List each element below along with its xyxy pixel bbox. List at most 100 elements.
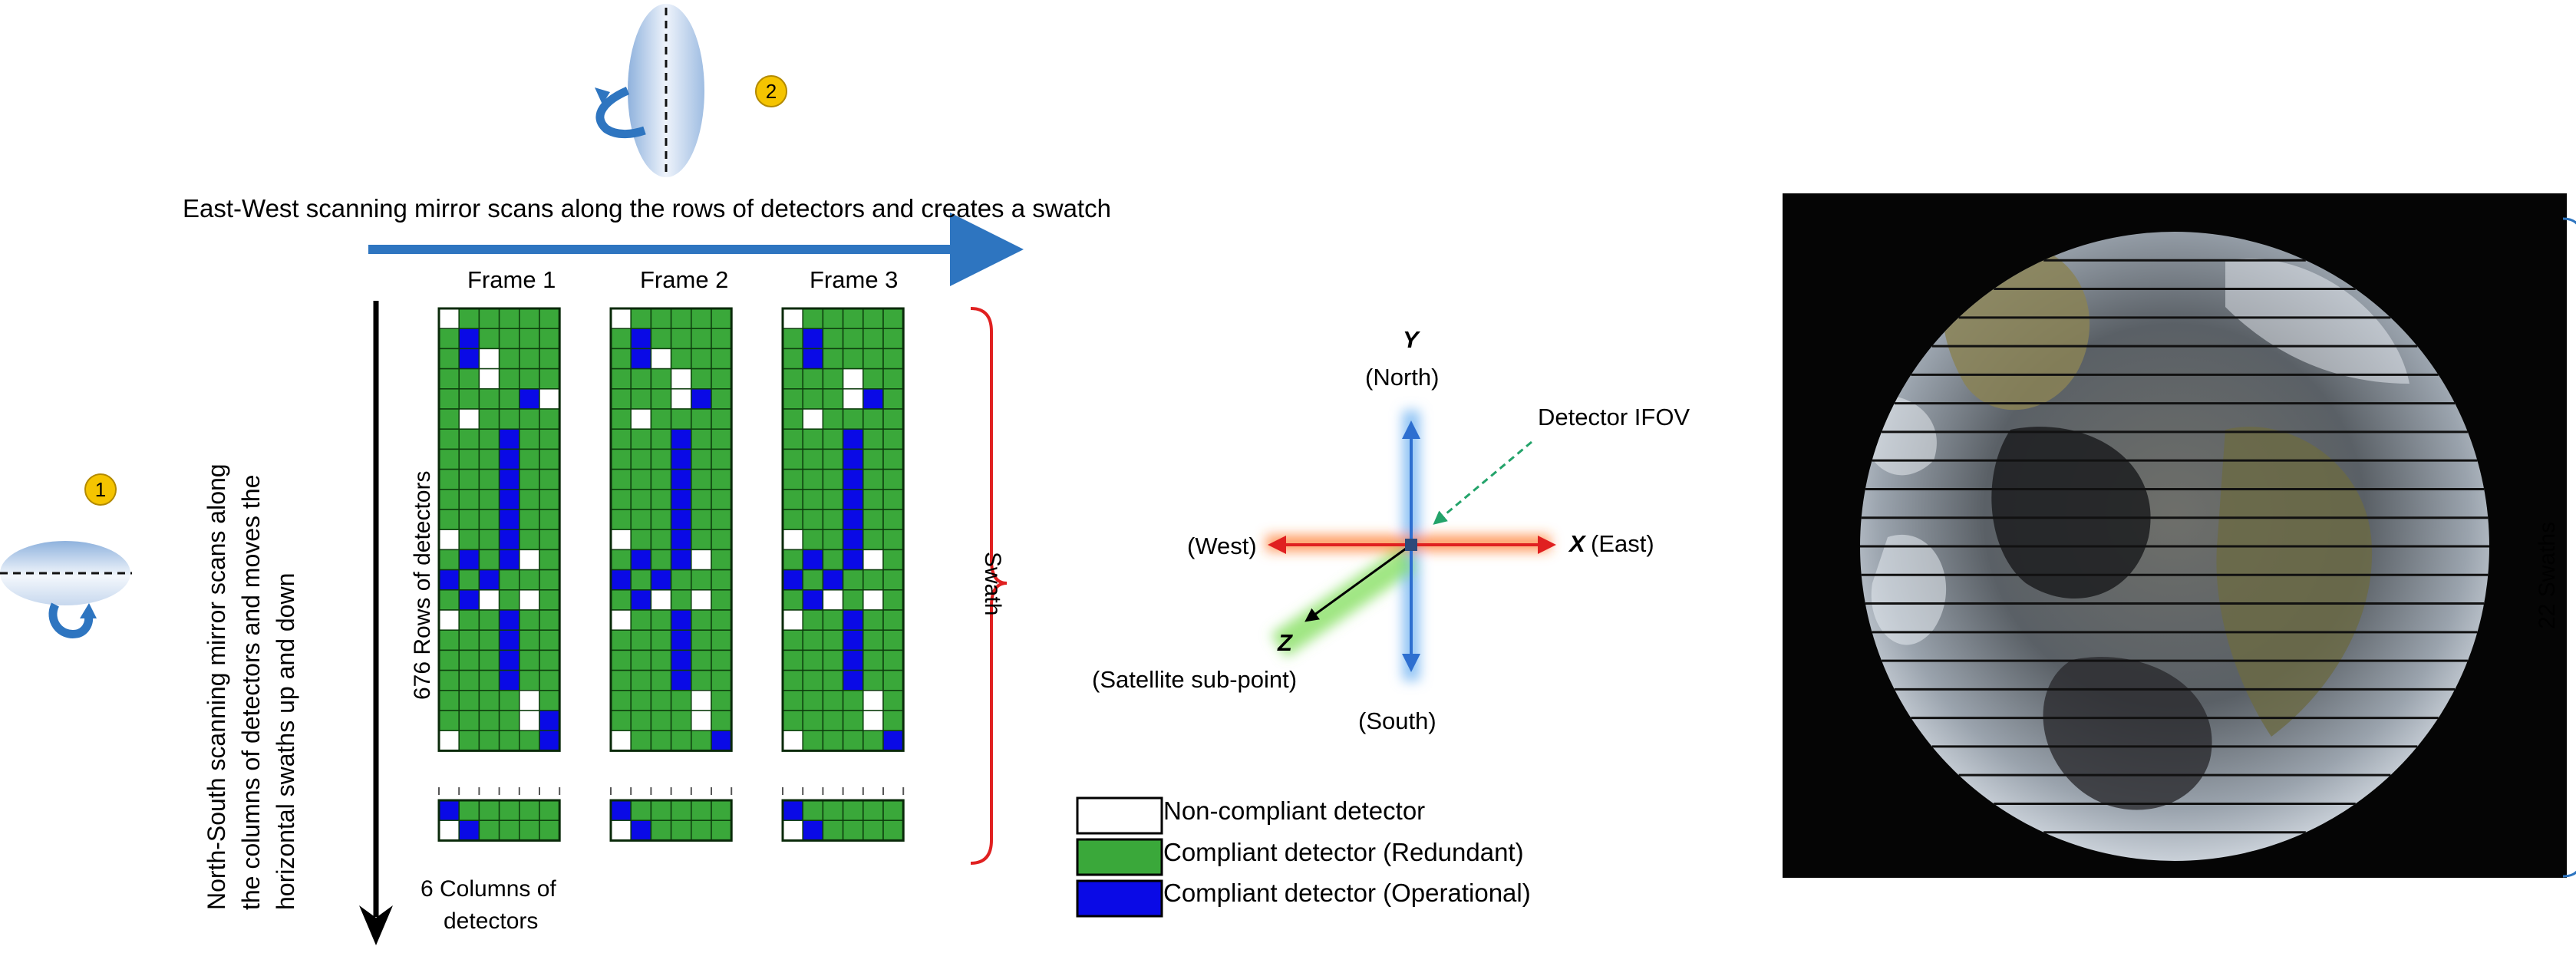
detector-cell [842, 509, 864, 530]
detector-cell [822, 569, 844, 591]
detector-cell [782, 468, 803, 490]
detector-cell [802, 408, 824, 430]
columns-label-line: 6 Columns of [421, 876, 556, 902]
detector-cell [438, 529, 460, 551]
y-axis-name: Y [1403, 326, 1419, 353]
detector-cell [863, 368, 884, 390]
detector-cell [782, 489, 803, 510]
detector-cell [519, 408, 540, 430]
detector-cell [711, 509, 732, 530]
detector-cell [822, 509, 844, 530]
detector-cell [519, 649, 540, 671]
detector-cell [670, 819, 692, 842]
detector-cell [802, 549, 824, 571]
detector-cell [822, 328, 844, 350]
detector-cell [842, 569, 864, 591]
detector-cell [478, 800, 500, 821]
detector-cell [650, 509, 672, 530]
detector-cell [782, 348, 803, 370]
detector-cell [822, 428, 844, 450]
detector-cell [863, 800, 884, 821]
detector-cell [882, 710, 904, 731]
detector-cell [842, 348, 864, 370]
legend-redundant: Compliant detector (Redundant) [1163, 838, 1524, 866]
detector-cell [539, 529, 560, 551]
detector-cell [438, 489, 460, 510]
detector-block-outline [609, 799, 733, 842]
detector-frame-3 [781, 307, 905, 842]
detector-cell [650, 348, 672, 370]
detector-cell [630, 509, 652, 530]
y-axis-direction: (North) [1365, 364, 1440, 391]
detector-cell [882, 509, 904, 530]
ns-caption-line: horizontal swaths up and down [272, 572, 299, 910]
ifov-pointer [1433, 440, 1532, 525]
detector-cell [438, 368, 460, 390]
detector-cell [691, 509, 712, 530]
detector-cell [650, 408, 672, 430]
detector-cell [863, 509, 884, 530]
detector-cell [782, 388, 803, 410]
detector-cell [802, 509, 824, 530]
detector-cell [539, 690, 560, 711]
detector-block-outline [781, 799, 905, 842]
detector-cell [630, 730, 652, 752]
detector-cell [822, 819, 844, 842]
detector-cell [842, 308, 864, 329]
detector-cell [519, 448, 540, 470]
detector-cell [691, 308, 712, 329]
detector-cell [802, 690, 824, 711]
detector-cell [519, 348, 540, 370]
detector-cell [711, 529, 732, 551]
detector-cell [458, 649, 480, 671]
detector-cell [630, 328, 652, 350]
detector-cell [519, 589, 540, 611]
detector-cell [670, 348, 692, 370]
detector-cell [802, 800, 824, 821]
detector-cell [650, 529, 672, 551]
detector-cell [478, 609, 500, 631]
detector-cell [539, 428, 560, 450]
detector-cell [802, 589, 824, 611]
detector-cell [670, 308, 692, 329]
detector-cell [498, 710, 520, 731]
detector-cell [670, 710, 692, 731]
detector-cell [630, 609, 652, 631]
detector-cell [458, 609, 480, 631]
detector-cell [842, 629, 864, 651]
detector-cell [863, 308, 884, 329]
detector-cell [539, 408, 560, 430]
detector-cell [630, 489, 652, 510]
detector-cell [630, 569, 652, 591]
detector-cell [711, 569, 732, 591]
detector-cell [882, 649, 904, 671]
ew-caption: East-West scanning mirror scans along th… [183, 194, 1111, 223]
detector-cell [691, 569, 712, 591]
detector-cell [498, 368, 520, 390]
detector-cell [519, 629, 540, 651]
detector-cell [691, 428, 712, 450]
columns-label-line: detectors [444, 908, 539, 934]
detector-cell [519, 549, 540, 571]
detector-cell [539, 448, 560, 470]
detector-cell [842, 800, 864, 821]
detector-cell [782, 428, 803, 450]
detector-cell [842, 609, 864, 631]
detector-cell [438, 408, 460, 430]
detector-cell [478, 529, 500, 551]
detector-cell [610, 348, 632, 370]
detector-cell [539, 649, 560, 671]
detector-cell [438, 549, 460, 571]
detector-cell [458, 328, 480, 350]
detector-cell [711, 448, 732, 470]
detector-cell [630, 348, 652, 370]
detector-cell [519, 388, 540, 410]
detector-cell [842, 690, 864, 711]
detector-cell [519, 819, 540, 842]
x-axis-name: X [1569, 530, 1585, 557]
detector-cell [670, 649, 692, 671]
detector-cell [630, 649, 652, 671]
frame-3-label: Frame 3 [810, 266, 899, 293]
detector-cell [802, 609, 824, 631]
detector-cell [458, 549, 480, 571]
